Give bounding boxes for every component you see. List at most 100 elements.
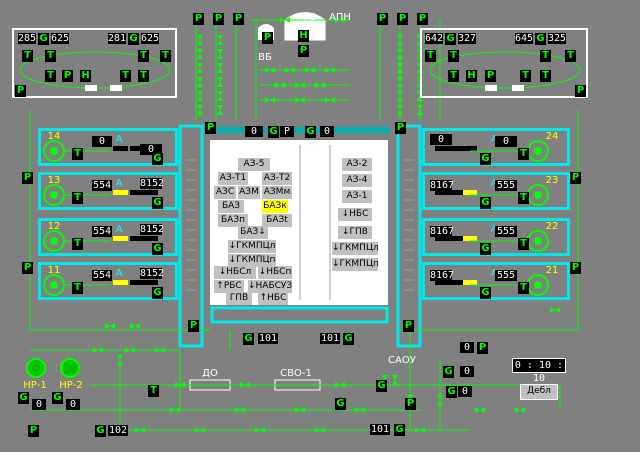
protection-button[interactable]: БАЗt <box>262 214 292 227</box>
indicator-g[interactable]: G <box>480 243 491 255</box>
protection-button[interactable]: АЗ-1 <box>342 190 372 203</box>
indicator-p[interactable]: P <box>397 13 408 25</box>
indicator-g[interactable]: G <box>152 153 163 165</box>
left-loop-13[interactable] <box>38 172 178 210</box>
protection-button[interactable]: ↓ГКМПЦп <box>228 254 276 267</box>
indicator-t[interactable]: T <box>520 70 531 82</box>
indicator-g[interactable]: G <box>335 398 346 410</box>
indicator-t[interactable]: T <box>138 70 149 82</box>
indicator-t[interactable]: T <box>518 148 529 160</box>
indicator-p[interactable]: P <box>28 425 39 437</box>
indicator-g[interactable]: G <box>343 333 354 345</box>
right-loop-23[interactable] <box>422 172 570 210</box>
indicator-g[interactable]: G <box>95 425 106 437</box>
indicator-t[interactable]: T <box>22 50 33 62</box>
indicator-p[interactable]: P <box>188 320 199 332</box>
protection-button[interactable]: АЗ-Т2 <box>262 172 292 185</box>
indicator-p[interactable]: P <box>205 122 216 134</box>
indicator-t[interactable]: T <box>120 70 131 82</box>
indicator-h[interactable]: H <box>298 30 309 42</box>
protection-button[interactable]: АЗ-2 <box>342 158 372 171</box>
protection-button[interactable]: АЗМ <box>238 186 260 199</box>
protection-button[interactable]: ↓НБСл <box>214 266 256 279</box>
right-loop-21[interactable] <box>422 262 570 300</box>
indicator-t[interactable]: T <box>148 385 159 397</box>
indicator-g[interactable]: G <box>52 392 63 404</box>
indicator-h[interactable]: H <box>466 70 477 82</box>
indicator-p[interactable]: P <box>417 13 428 25</box>
indicator-p[interactable]: P <box>262 32 273 44</box>
right-loop-24[interactable] <box>422 128 570 166</box>
indicator-t[interactable]: T <box>72 192 83 204</box>
indicator-g[interactable]: G <box>445 33 456 45</box>
indicator-t[interactable]: T <box>45 70 56 82</box>
indicator-t[interactable]: T <box>160 50 171 62</box>
indicator-p[interactable]: P <box>477 342 488 354</box>
indicator-p[interactable]: P <box>22 172 33 184</box>
protection-button[interactable]: ↓НБС <box>338 208 372 221</box>
protection-button[interactable]: ↓ГПВ <box>338 226 372 239</box>
indicator-p[interactable]: P <box>405 398 416 410</box>
indicator-g[interactable]: G <box>243 333 254 345</box>
indicator-p[interactable]: P <box>570 262 581 274</box>
protection-button[interactable]: АЗ-Т1 <box>218 172 248 185</box>
indicator-g[interactable]: G <box>480 197 491 209</box>
indicator-t[interactable]: T <box>565 50 576 62</box>
indicator-t[interactable]: T <box>448 50 459 62</box>
protection-button[interactable]: ↓ГКМПЦл <box>228 240 276 253</box>
indicator-g[interactable]: G <box>376 380 387 392</box>
left-loop-12[interactable] <box>38 218 178 256</box>
indicator-t[interactable]: T <box>425 50 436 62</box>
indicator-g[interactable]: G <box>268 126 279 138</box>
protection-button[interactable]: БАЗп <box>218 214 248 227</box>
indicator-t[interactable]: T <box>518 192 529 204</box>
protection-button[interactable]: АЗМм <box>262 186 292 199</box>
indicator-t[interactable]: T <box>448 70 459 82</box>
indicator-p[interactable]: P <box>298 45 309 57</box>
indicator-g[interactable]: G <box>128 33 139 45</box>
indicator-p[interactable]: P <box>62 70 73 82</box>
protection-button[interactable]: АЗ-5 <box>238 158 270 171</box>
indicator-t[interactable]: T <box>45 50 56 62</box>
protection-button[interactable]: ГПВ <box>226 292 252 305</box>
indicator-p[interactable]: P <box>570 172 581 184</box>
protection-button[interactable]: БАЗ <box>218 200 244 213</box>
indicator-g[interactable]: G <box>38 33 49 45</box>
indicator-p[interactable]: P <box>377 13 388 25</box>
indicator-p[interactable]: P <box>15 85 26 97</box>
indicator-g[interactable]: G <box>18 392 29 404</box>
protection-button[interactable]: ↓ГКМПЦл <box>332 242 379 255</box>
indicator-p[interactable]: P <box>213 13 224 25</box>
indicator-g[interactable]: G <box>152 197 163 209</box>
indicator-p[interactable]: P <box>575 85 586 97</box>
indicator-t[interactable]: T <box>540 50 551 62</box>
indicator-g[interactable]: G <box>305 126 316 138</box>
indicator-t[interactable]: T <box>138 50 149 62</box>
protection-button[interactable]: АЗ-4 <box>342 174 372 187</box>
indicator-p[interactable]: P <box>485 70 496 82</box>
protection-button[interactable]: БАЗ↓ <box>238 226 268 239</box>
protection-button[interactable]: ↑РБС <box>214 280 244 293</box>
indicator-g[interactable]: G <box>480 287 491 299</box>
indicator-h[interactable]: H <box>80 70 91 82</box>
protection-button[interactable]: ↓НБСп <box>258 266 292 279</box>
indicator-t[interactable]: T <box>518 282 529 294</box>
indicator-t[interactable]: T <box>72 238 83 250</box>
indicator-t[interactable]: T <box>72 282 83 294</box>
indicator-p[interactable]: P <box>395 122 406 134</box>
indicator-t[interactable]: T <box>540 70 551 82</box>
indicator-t[interactable]: T <box>72 148 83 160</box>
indicator-g[interactable]: G <box>446 386 457 398</box>
protection-button[interactable]: АЗС <box>214 186 236 199</box>
indicator-t[interactable]: T <box>518 238 529 250</box>
indicator-g[interactable]: G <box>152 243 163 255</box>
protection-button[interactable]: БАЗк <box>262 200 288 213</box>
indicator-g[interactable]: G <box>152 287 163 299</box>
debl-button[interactable]: Дебл <box>520 384 558 400</box>
indicator-g[interactable]: G <box>480 153 491 165</box>
indicator-g[interactable]: G <box>443 366 454 378</box>
indicator-g[interactable]: G <box>535 33 546 45</box>
protection-button[interactable]: ↓ГКМПЦп <box>332 258 379 271</box>
protection-button[interactable]: ↓НАБСУЗ <box>248 280 293 293</box>
left-loop-11[interactable] <box>38 262 178 300</box>
